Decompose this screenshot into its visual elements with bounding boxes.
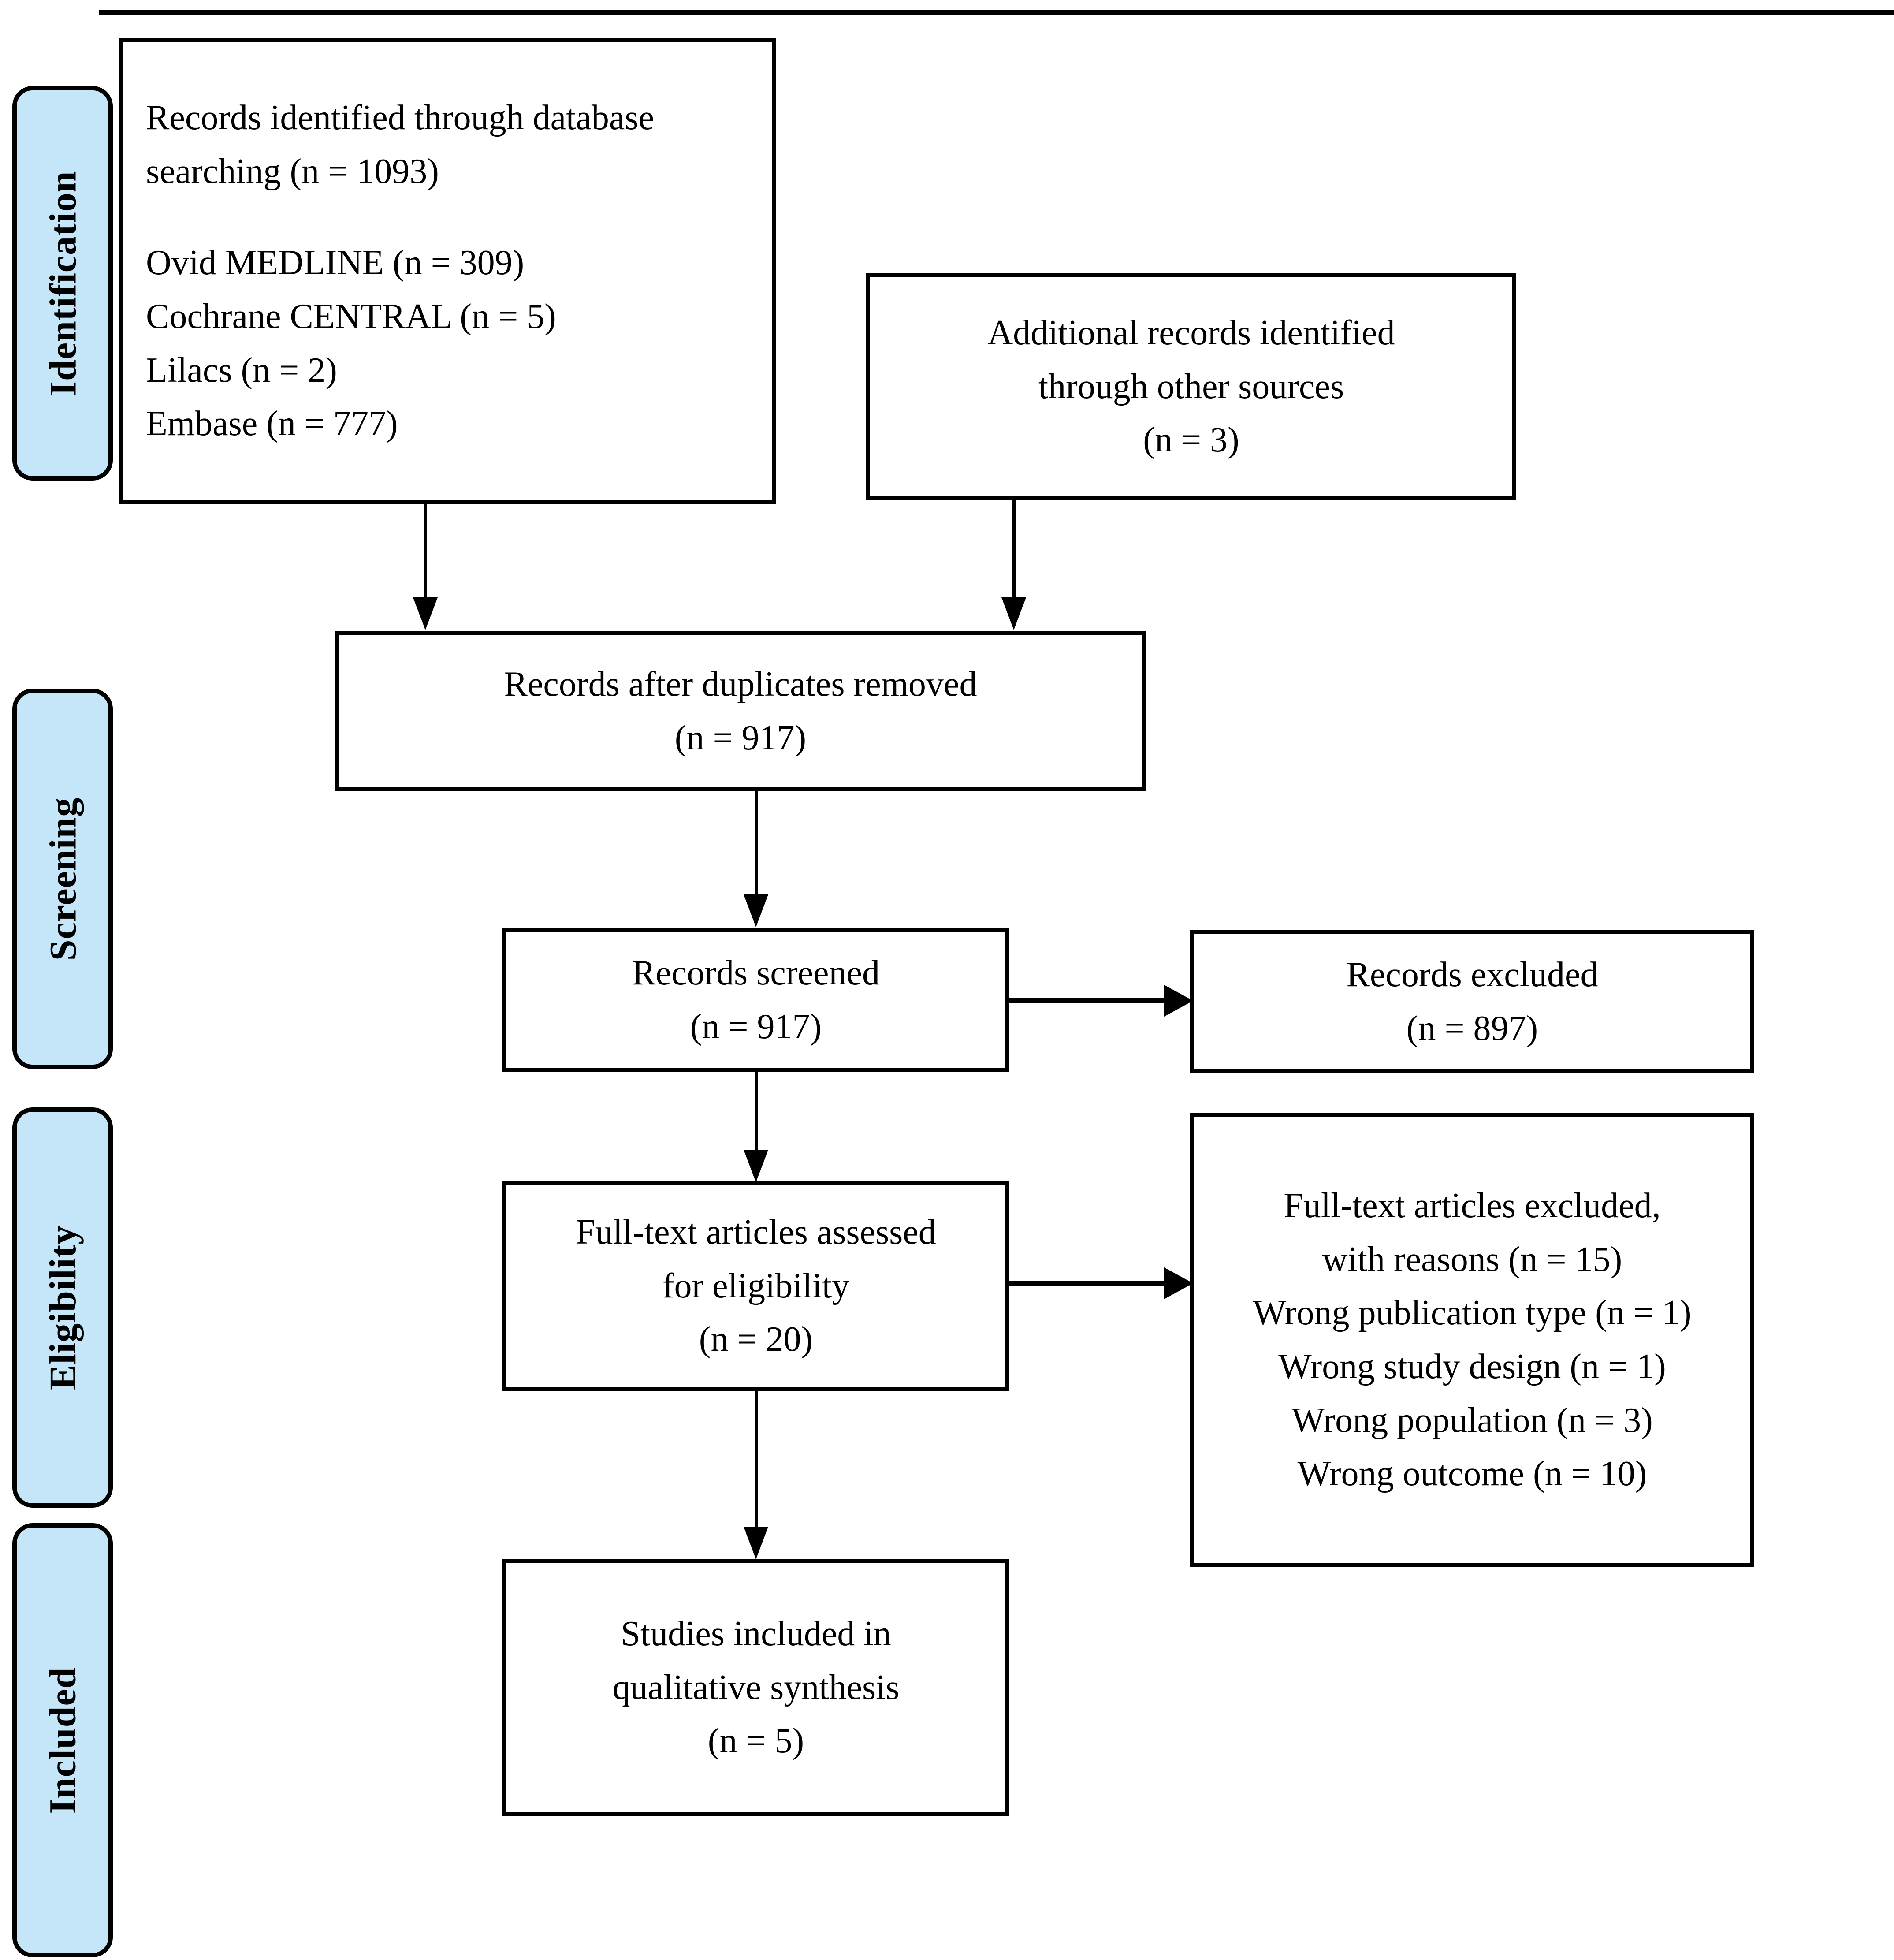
box-fulltext-excluded-line-2: with reasons (n = 15) xyxy=(1322,1240,1622,1279)
box-database-search-line-2: searching (n = 1093) xyxy=(146,152,439,191)
connector-other-sources-to-duplicates xyxy=(1012,500,1016,599)
stage-chip-screening: Screening xyxy=(12,689,113,1069)
box-fulltext-assessed-line-2: for eligibility xyxy=(662,1266,850,1305)
box-fulltext-excluded-reason-outcome: Wrong outcome (n = 10) xyxy=(1297,1454,1647,1494)
box-other-sources-line-2: through other sources xyxy=(1038,367,1344,406)
connector-fulltext-to-included xyxy=(755,1391,758,1528)
box-fulltext-excluded-reason-population: Wrong population (n = 3) xyxy=(1291,1401,1653,1440)
stage-label-included: Included xyxy=(41,1666,84,1814)
arrowhead-fulltext-to-included xyxy=(744,1527,768,1559)
connector-database-search-to-duplicates xyxy=(424,504,427,599)
box-other-sources-line-1: Additional records identified xyxy=(987,313,1395,353)
connector-screened-to-fulltext xyxy=(755,1072,758,1151)
box-other-sources: Additional records identified through ot… xyxy=(866,273,1516,500)
stage-chip-included: Included xyxy=(12,1523,113,1957)
connector-screened-to-excluded xyxy=(1009,998,1166,1003)
box-database-search-line-lilacs: Lilacs (n = 2) xyxy=(146,350,337,390)
connector-fulltext-to-excluded xyxy=(1009,1281,1166,1286)
box-records-screened-count: (n = 917) xyxy=(690,1007,822,1046)
box-studies-included-line-1: Studies included in xyxy=(621,1614,891,1654)
arrowhead-duplicates-to-screened xyxy=(744,894,768,927)
arrowhead-database-search-to-duplicates xyxy=(413,597,438,630)
box-duplicates-removed: Records after duplicates removed (n = 91… xyxy=(335,631,1146,791)
box-studies-included-line-2: qualitative synthesis xyxy=(612,1668,900,1707)
box-fulltext-assessed: Full-text articles assessed for eligibil… xyxy=(502,1181,1009,1391)
box-database-search-line-1: Records identified through database xyxy=(146,98,654,138)
box-database-search-gap xyxy=(146,198,749,236)
box-studies-included-count: (n = 5) xyxy=(707,1722,804,1761)
stage-label-eligibility: Eligibility xyxy=(41,1225,84,1390)
arrowhead-screened-to-fulltext xyxy=(744,1150,768,1182)
arrowhead-other-sources-to-duplicates xyxy=(1001,597,1026,630)
stage-chip-identification: Identification xyxy=(12,86,113,481)
box-records-screened-line-1: Records screened xyxy=(632,953,880,992)
stage-label-identification: Identification xyxy=(41,171,84,396)
box-records-screened: Records screened (n = 917) xyxy=(502,928,1009,1072)
box-database-search-line-embase: Embase (n = 777) xyxy=(146,404,398,443)
box-database-search-line-cochrane: Cochrane CENTRAL (n = 5) xyxy=(146,297,556,336)
header-rule xyxy=(99,10,1894,15)
box-fulltext-excluded-reason-publication-type: Wrong publication type (n = 1) xyxy=(1253,1293,1692,1333)
box-records-excluded-line-1: Records excluded xyxy=(1346,955,1598,994)
box-records-excluded: Records excluded (n = 897) xyxy=(1190,930,1754,1073)
box-database-search-line-ovid: Ovid MEDLINE (n = 309) xyxy=(146,243,525,283)
box-other-sources-count: (n = 3) xyxy=(1143,421,1239,460)
box-duplicates-removed-line-1: Records after duplicates removed xyxy=(504,664,977,704)
box-fulltext-excluded: Full-text articles excluded, with reason… xyxy=(1190,1113,1754,1567)
box-database-search: Records identified through database sear… xyxy=(119,38,776,504)
box-fulltext-assessed-count: (n = 20) xyxy=(699,1320,813,1359)
arrowhead-screened-to-excluded xyxy=(1164,985,1193,1017)
stage-label-screening: Screening xyxy=(41,797,84,961)
box-records-excluded-count: (n = 897) xyxy=(1406,1009,1538,1048)
arrowhead-fulltext-to-excluded xyxy=(1164,1267,1193,1299)
box-studies-included: Studies included in qualitative synthesi… xyxy=(502,1559,1009,1816)
stage-chip-eligibility: Eligibility xyxy=(12,1107,113,1508)
connector-duplicates-to-screened xyxy=(755,791,758,896)
box-fulltext-assessed-line-1: Full-text articles assessed xyxy=(576,1213,936,1252)
box-duplicates-removed-count: (n = 917) xyxy=(674,718,807,757)
box-fulltext-excluded-line-1: Full-text articles excluded, xyxy=(1284,1186,1661,1226)
box-fulltext-excluded-reason-study-design: Wrong study design (n = 1) xyxy=(1278,1347,1666,1386)
